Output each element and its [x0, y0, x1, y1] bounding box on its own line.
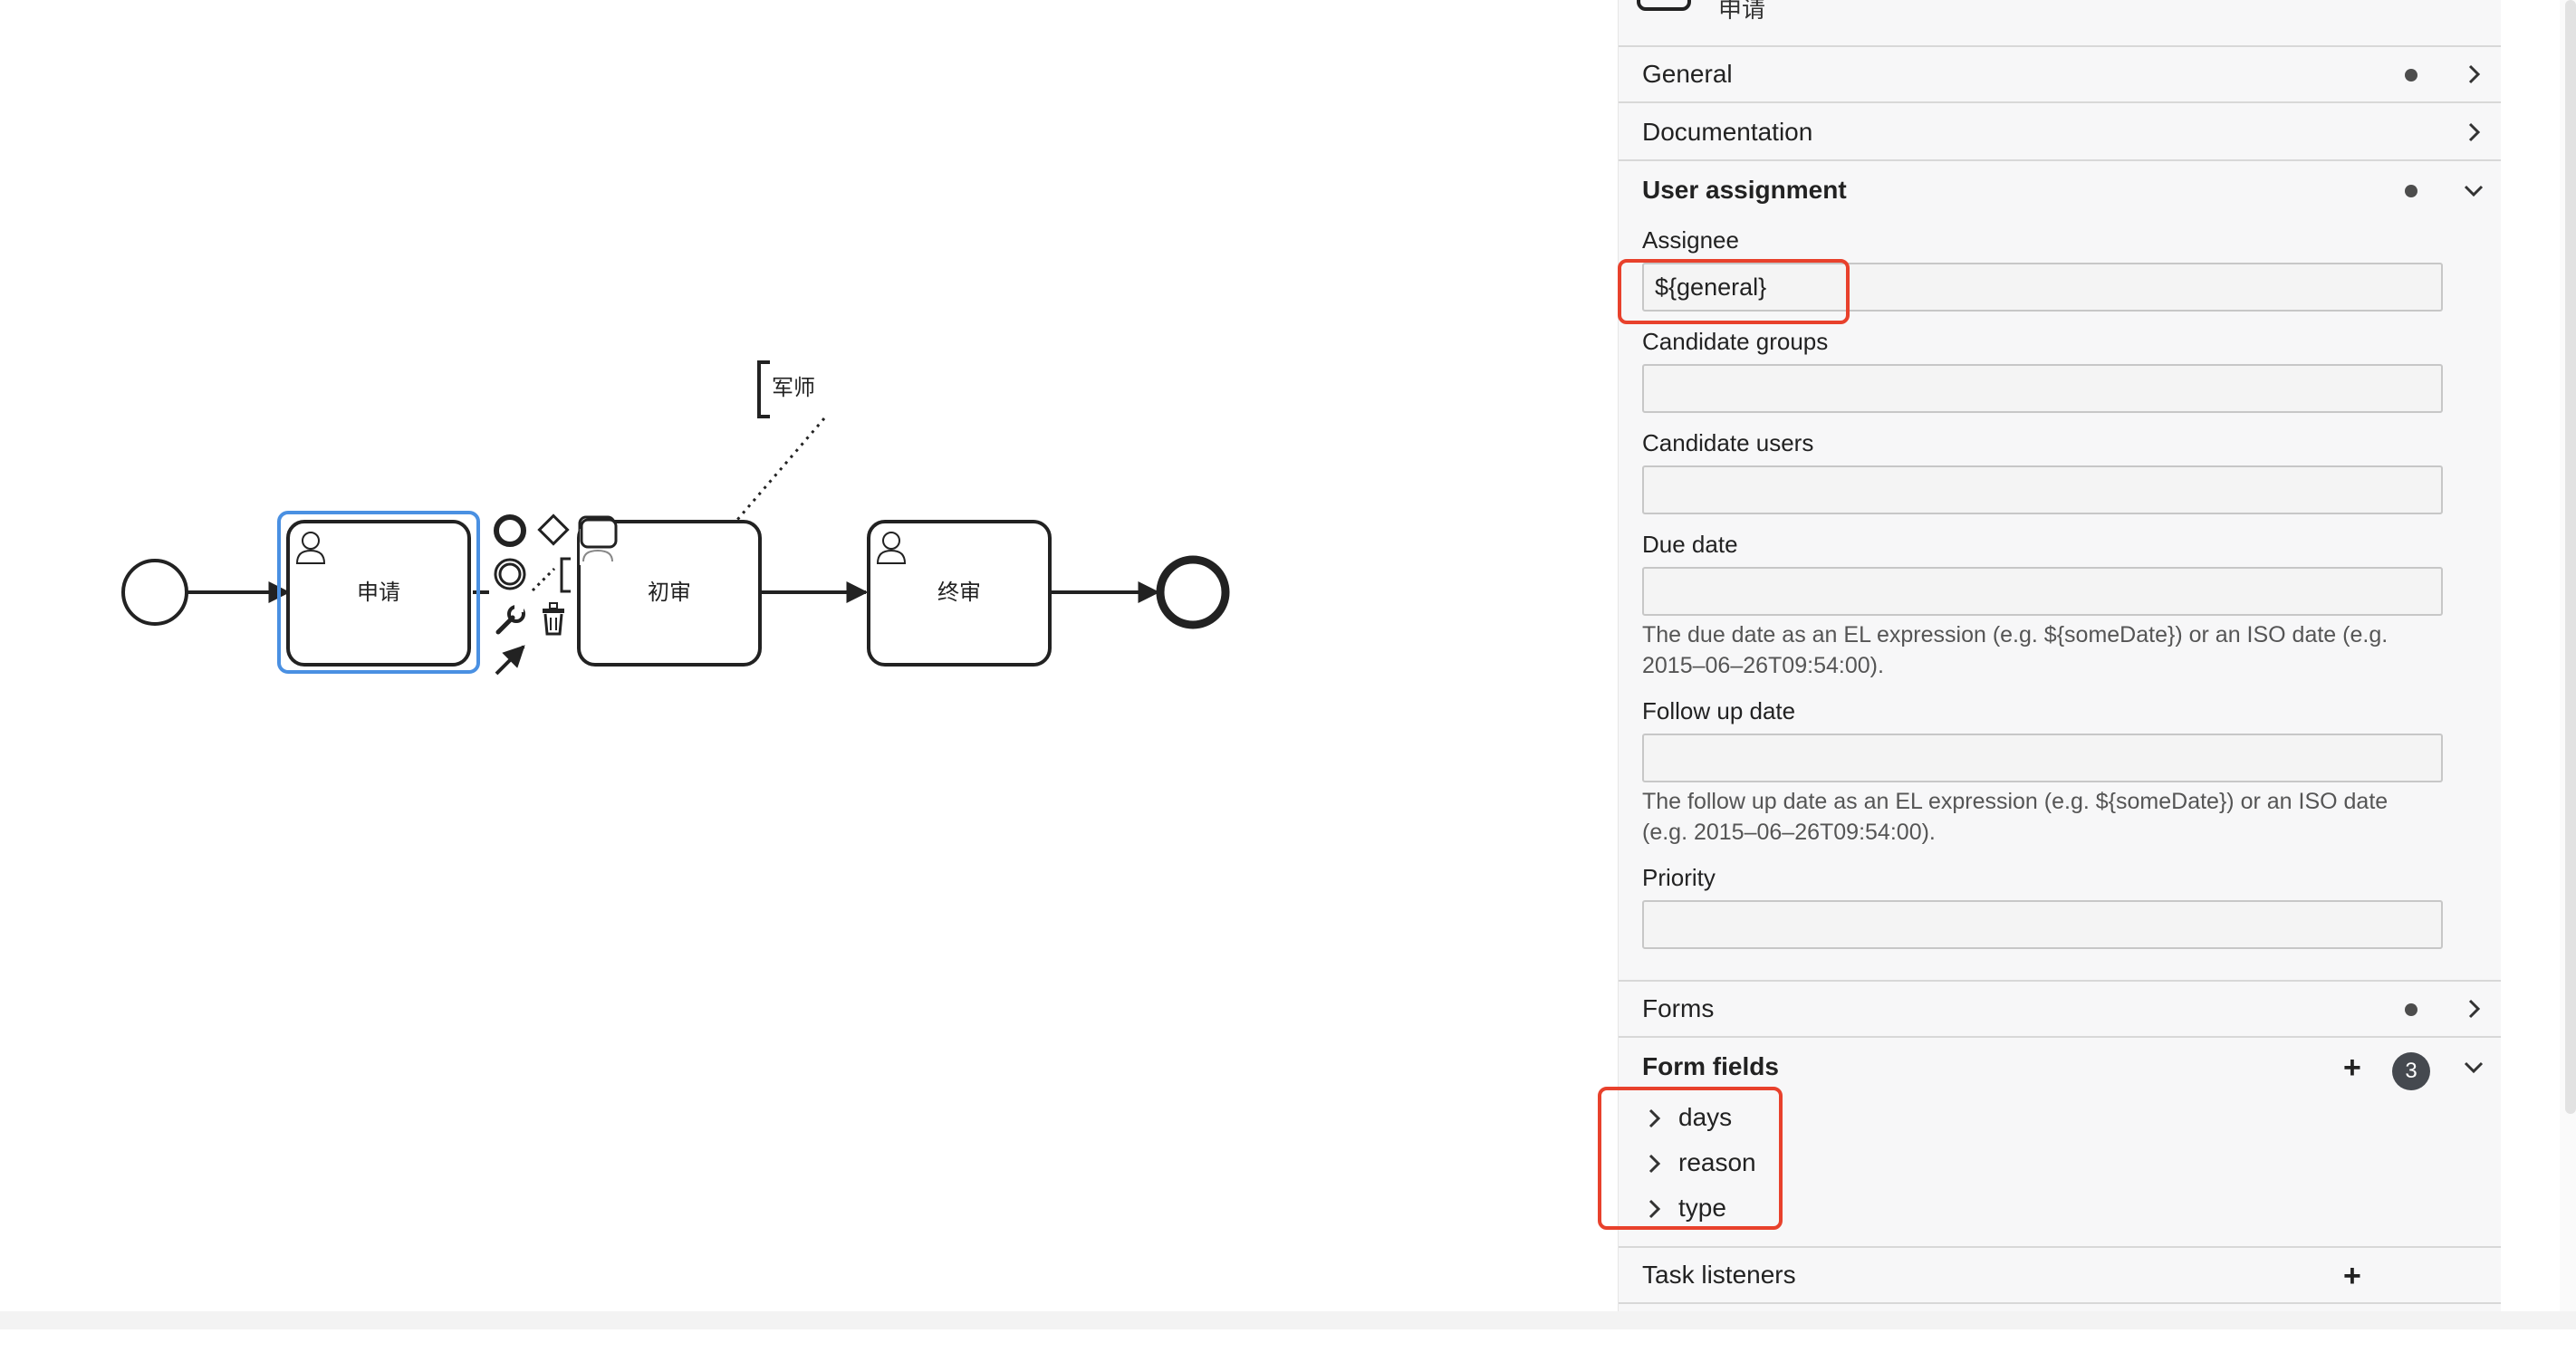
chevron-right-icon [1648, 1108, 1661, 1128]
highlight-form-fields [1598, 1087, 1783, 1230]
properties-panel: 申请 General Documentation User assignment… [1618, 0, 2501, 1329]
group-form-fields: Form fields + 3 days reason type [1619, 1040, 2501, 1248]
due-date-label: Due date [1642, 531, 1738, 558]
start-event[interactable] [121, 559, 188, 626]
data-marker-icon [2405, 1003, 2417, 1016]
highlight-assignee [1618, 259, 1850, 324]
user-task-initial-review[interactable]: 初审 [577, 518, 762, 667]
group-task-listeners[interactable]: Task listeners + [1619, 1248, 2501, 1304]
trash-icon[interactable] [543, 602, 564, 636]
scrollbar-thumb[interactable] [2565, 0, 2576, 1114]
priority-label: Priority [1642, 864, 1716, 891]
user-task-icon [1637, 0, 1691, 11]
priority-input[interactable] [1642, 900, 2443, 949]
chevron-down-icon[interactable] [2461, 1054, 2486, 1079]
text-annotation[interactable]: 军师 [735, 360, 826, 521]
chevron-down-icon[interactable] [2461, 177, 2486, 203]
assignee-label: Assignee [1642, 226, 1739, 254]
assignee-input[interactable]: ${general} [1642, 263, 2443, 312]
task-label: 初审 [648, 580, 691, 605]
selection-outline [277, 511, 480, 674]
bpmn-canvas[interactable]: 申请 [0, 0, 1576, 1329]
element-name: 申请 [1718, 0, 1766, 23]
follow-up-date-input[interactable] [1642, 734, 2443, 782]
user-icon [295, 532, 326, 564]
group-forms[interactable]: Forms [1619, 982, 2501, 1038]
form-field-name: type [1678, 1194, 1726, 1222]
candidate-groups-label: Candidate groups [1642, 328, 1829, 355]
group-general-title: General [1642, 60, 1733, 88]
data-marker-icon [2405, 185, 2417, 197]
user-task-final-review[interactable]: 终审 [867, 520, 1052, 667]
follow-up-date-description: The follow up date as an EL expression (… [1642, 789, 2389, 845]
wrench-icon[interactable] [495, 605, 525, 635]
add-task-listener-button[interactable]: + [2343, 1259, 2361, 1293]
due-date-description: The due date as an EL expression (e.g. $… [1642, 622, 2389, 678]
candidate-users-input[interactable] [1642, 465, 2443, 514]
group-documentation[interactable]: Documentation [1619, 105, 2501, 161]
group-form-fields-title[interactable]: Form fields [1642, 1052, 1779, 1080]
end-event[interactable] [1156, 555, 1230, 629]
form-field-name: days [1678, 1103, 1733, 1131]
follow-up-date-label: Follow up date [1642, 697, 1796, 724]
diagram-svg: 申请 [121, 360, 1230, 676]
connect-arrow-icon[interactable] [495, 645, 525, 676]
bottom-edge [0, 1311, 2576, 1329]
form-field-name: reason [1678, 1148, 1756, 1176]
chevron-right-icon [1648, 1154, 1661, 1174]
form-fields-count-badge: 3 [2392, 1052, 2430, 1090]
group-task-listeners-title: Task listeners [1642, 1261, 1796, 1289]
append-end-event-icon[interactable] [494, 514, 526, 547]
chevron-right-icon [2468, 999, 2481, 1019]
chevron-right-icon [1648, 1199, 1661, 1219]
group-user-assignment: User assignment Assignee ${general} Cand… [1619, 163, 2501, 982]
append-gateway-icon[interactable] [537, 513, 570, 546]
group-documentation-title: Documentation [1642, 118, 1813, 146]
user-icon [580, 518, 618, 565]
association-line [735, 417, 826, 521]
user-icon [876, 532, 907, 564]
add-form-field-button[interactable]: + [2343, 1050, 2361, 1085]
annotation-text: 军师 [772, 375, 815, 400]
candidate-users-label: Candidate users [1642, 429, 1814, 456]
append-annotation-icon[interactable] [560, 557, 571, 593]
chevron-right-icon [2468, 64, 2481, 84]
panel-header: 申请 [1619, 0, 2501, 47]
user-task-apply[interactable]: 申请 [286, 520, 471, 667]
group-forms-title: Forms [1642, 994, 1715, 1022]
candidate-groups-input[interactable] [1642, 364, 2443, 413]
group-general[interactable]: General [1619, 47, 2501, 103]
due-date-input[interactable] [1642, 567, 2443, 616]
task-label: 申请 [357, 580, 400, 605]
chevron-right-icon [2468, 122, 2481, 142]
task-label: 终审 [937, 580, 981, 605]
group-user-assignment-title[interactable]: User assignment [1642, 176, 1847, 204]
data-marker-icon [2405, 69, 2417, 82]
